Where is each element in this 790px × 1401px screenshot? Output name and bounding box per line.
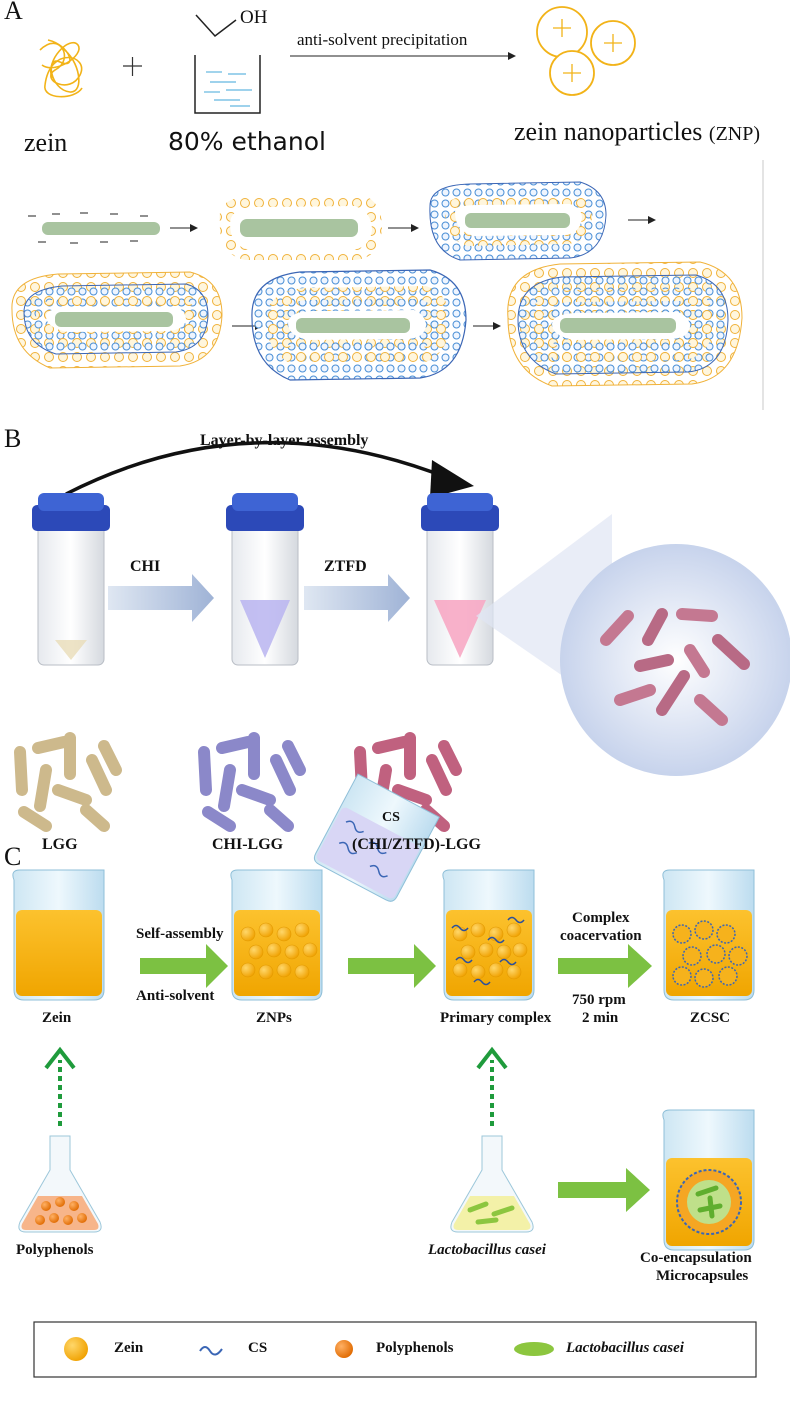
coacervation-label: coacervation	[560, 928, 642, 944]
polyphenols-label: Polyphenols	[16, 1242, 94, 1258]
panel-label-b: B	[4, 424, 22, 453]
lbl-stage-4	[11, 271, 263, 369]
beaker-primary-complex	[442, 869, 535, 1001]
lbl-curve-arrow-head	[430, 460, 474, 498]
ethanol-beaker	[194, 14, 261, 114]
lbl-curve-arrow	[65, 440, 449, 496]
lbl-stage-2	[219, 194, 419, 260]
legend-polyphenols-swatch	[335, 1340, 353, 1358]
dotted-arrow-lacto	[476, 1046, 508, 1126]
zoom-bacteria	[600, 608, 750, 726]
microcapsules-label: Microcapsules	[656, 1268, 749, 1284]
zein-fiber-icon	[39, 39, 83, 98]
lacto-label: Lactobacillus casei	[428, 1242, 546, 1258]
ztfd-arrow	[304, 574, 410, 622]
cs-beaker-label: CS	[382, 810, 400, 825]
time-label: 2 min	[582, 1010, 619, 1026]
cell-cluster-lgg	[14, 732, 122, 832]
zein-nanoparticle-icons	[536, 6, 636, 96]
product-abbr: (ZNP)	[708, 123, 761, 145]
legend-zein-label: Zein	[114, 1340, 144, 1356]
complex-label: Complex	[572, 910, 630, 926]
tube-ztfd	[421, 493, 499, 666]
lbl-stage-3	[429, 181, 656, 261]
ethanol-label: 80% ethanol	[168, 127, 326, 156]
coacervation-arrow	[558, 944, 652, 988]
zein-beaker-label: Zein	[42, 1010, 72, 1026]
anti-solvent-label: Anti-solvent	[136, 988, 215, 1004]
zcsc-label: ZCSC	[690, 1010, 731, 1026]
flask-lacto	[450, 1135, 534, 1233]
chi-arrow	[108, 574, 214, 622]
tube-lgg	[32, 493, 110, 666]
self-assembly-label: Self-assembly	[136, 926, 224, 942]
product-label: zein nanoparticles (ZNP)	[514, 117, 760, 147]
tube-chi	[226, 493, 304, 666]
rpm-label: 750 rpm	[572, 992, 626, 1008]
chi-lgg-label: CHI-LGG	[212, 836, 284, 853]
beaker-cs	[313, 773, 440, 902]
legend-lacto-swatch	[514, 1342, 554, 1356]
panel-label-c: C	[4, 842, 22, 871]
flask-polyphenols	[18, 1135, 102, 1233]
zein-label: zein	[24, 128, 68, 157]
legend-lacto-label: Lactobacillus casei	[566, 1340, 684, 1356]
lbl-assembly-label: Layer-by-layer assembly	[200, 432, 369, 449]
beaker-zein	[12, 869, 105, 1001]
legend-zein-swatch	[64, 1337, 88, 1361]
ztfd-step-label: ZTFD	[324, 558, 367, 575]
legend-cs-swatch	[199, 1346, 223, 1356]
lbl-stage-5	[251, 269, 501, 381]
encapsulation-arrow	[558, 1168, 650, 1212]
legend-polyphenols-label: Polyphenols	[376, 1340, 454, 1356]
coencapsulation-label: Co-encapsulation	[640, 1250, 752, 1266]
beaker-zcsc	[662, 869, 755, 1001]
znps-label: ZNPs	[256, 1010, 292, 1026]
chi-step-label: CHI	[130, 558, 161, 575]
panel-label-a: A	[4, 0, 23, 25]
lbl-stage-1	[28, 212, 198, 244]
zoom-bubble	[560, 544, 790, 776]
beaker-znps	[230, 869, 323, 1001]
self-assembly-arrow	[140, 944, 228, 988]
legend-box	[33, 1321, 757, 1378]
cs-addition-arrow	[348, 944, 436, 988]
lgg-label: LGG	[42, 836, 78, 853]
chi-ztfd-lgg-label: (CHI/ZTFD)-LGG	[352, 836, 481, 853]
cell-cluster-chi-lgg	[198, 732, 306, 832]
lbl-stage-6	[507, 261, 743, 387]
product-name: zein nanoparticles	[514, 117, 703, 146]
process-label: anti-solvent precipitation	[297, 30, 468, 49]
plus-sign	[123, 57, 142, 76]
oh-label: OH	[240, 7, 268, 28]
beaker-coencapsulation	[662, 1109, 755, 1251]
dotted-arrow-polyphenols	[44, 1046, 76, 1126]
primary-complex-label: Primary complex	[440, 1010, 552, 1026]
legend-cs-label: CS	[248, 1340, 268, 1356]
